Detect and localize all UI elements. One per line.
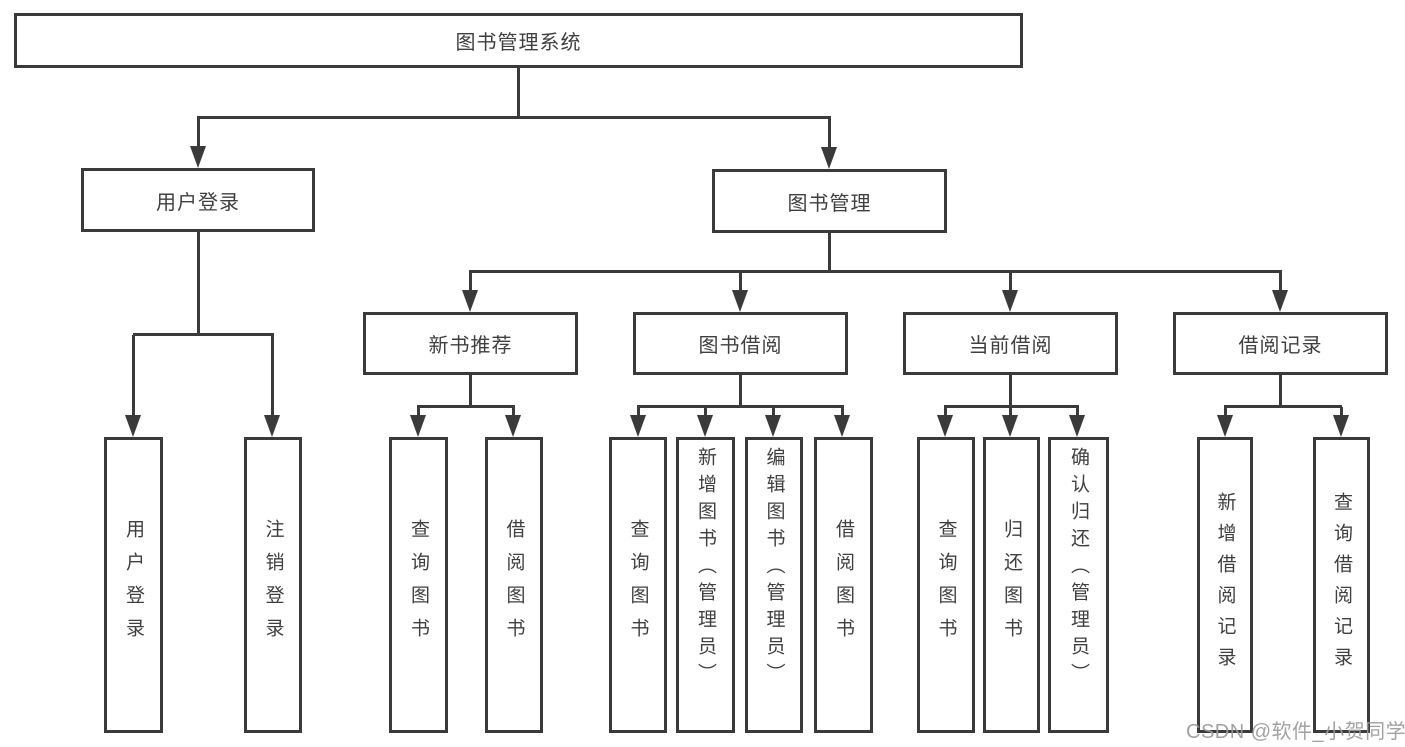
leaf-borrow-query-book: 查询图书 <box>609 437 667 733</box>
arrowhead-icon <box>125 415 141 437</box>
leaf-add-book-admin: 新增图书（管理员） <box>676 437 735 733</box>
node-borrow-record-label: 借阅记录 <box>1238 335 1323 357</box>
connector-line <box>637 405 844 408</box>
arrowhead-icon <box>1069 415 1085 437</box>
arrowhead-icon <box>410 415 426 437</box>
leaf-borrow-query-book-label: 查询图书 <box>627 519 649 651</box>
node-book-borrow: 图书借阅 <box>633 312 848 375</box>
leaf-add-book-admin-label: 新增图书（管理员） <box>695 447 716 690</box>
leaf-recommend-borrow-book-label: 借阅图书 <box>503 519 525 651</box>
arrowhead-icon <box>1272 290 1288 312</box>
node-borrow-record: 借阅记录 <box>1173 312 1388 375</box>
leaf-add-borrow-record-label: 新增借阅记录 <box>1214 492 1236 678</box>
connector-line <box>637 407 640 417</box>
leaf-logout: 注销登录 <box>244 437 302 733</box>
leaf-logout-label: 注销登录 <box>262 519 284 651</box>
connector-line <box>1224 405 1342 408</box>
arrowhead-icon <box>1333 415 1349 437</box>
connector-line <box>271 335 274 416</box>
leaf-recommend-query-book-label: 查询图书 <box>408 519 429 651</box>
leaf-confirm-return-admin-label: 确认归还（管理员） <box>1068 447 1089 690</box>
connector-line <box>1224 407 1227 417</box>
connector-line <box>739 272 742 292</box>
arrowhead-icon <box>190 146 206 168</box>
leaf-borrow-book: 借阅图书 <box>814 437 873 733</box>
node-current-borrow: 当前借阅 <box>903 312 1118 375</box>
connector-line <box>1279 373 1282 408</box>
connector-line <box>133 333 274 336</box>
arrowhead-icon <box>1002 415 1018 437</box>
connector-line <box>1009 407 1012 417</box>
leaf-query-borrow-record-label: 查询借阅记录 <box>1331 492 1352 678</box>
connector-line <box>772 407 775 417</box>
arrowhead-icon <box>834 415 850 437</box>
connector-line <box>828 231 831 273</box>
connector-line <box>1340 407 1343 417</box>
arrowhead-icon <box>264 415 280 437</box>
leaf-confirm-return-admin: 确认归还（管理员） <box>1048 437 1109 733</box>
node-user-login-label: 用户登录 <box>156 191 240 214</box>
connector-line <box>197 230 200 335</box>
leaf-query-borrow-record: 查询借阅记录 <box>1313 437 1370 733</box>
arrowhead-icon <box>630 415 646 437</box>
arrowhead-icon <box>1217 415 1233 437</box>
connector-line <box>417 405 515 408</box>
connector-line <box>944 407 947 417</box>
node-book-borrow-label: 图书借阅 <box>698 335 783 357</box>
connector-line <box>841 407 844 417</box>
leaf-return-book: 归还图书 <box>983 437 1040 733</box>
connector-line <box>469 270 1282 273</box>
node-current-borrow-label: 当前借阅 <box>968 335 1053 357</box>
leaf-recommend-query-book: 查询图书 <box>389 437 448 733</box>
leaf-edit-book-admin: 编辑图书（管理员） <box>745 437 803 733</box>
leaf-current-query-book: 查询图书 <box>917 437 975 733</box>
leaf-borrow-book-label: 借阅图书 <box>833 519 854 651</box>
connector-line <box>1076 407 1079 417</box>
connector-line <box>944 405 1079 408</box>
node-root: 图书管理系统 <box>14 13 1023 68</box>
leaf-user-login-label: 用户登录 <box>123 519 144 651</box>
connector-line <box>517 66 520 118</box>
connector-line <box>512 407 515 417</box>
connector-line <box>1279 272 1282 292</box>
arrowhead-icon <box>697 415 713 437</box>
connector-line <box>469 272 472 292</box>
connector-line <box>132 335 135 416</box>
arrowhead-icon <box>765 415 781 437</box>
csdn-watermark: CSDN @软件_小贺同学 <box>1186 721 1405 743</box>
arrowhead-icon <box>505 415 521 437</box>
leaf-add-borrow-record: 新增借阅记录 <box>1197 437 1253 733</box>
connector-line <box>704 407 707 417</box>
node-new-book-recommend: 新书推荐 <box>363 312 578 375</box>
node-user-login: 用户登录 <box>81 168 315 232</box>
arrowhead-icon <box>1002 290 1018 312</box>
leaf-edit-book-admin-label: 编辑图书（管理员） <box>763 447 785 690</box>
leaf-recommend-borrow-book: 借阅图书 <box>485 437 543 733</box>
connector-line <box>417 407 420 417</box>
arrowhead-icon <box>462 290 478 312</box>
connector-line <box>197 118 200 148</box>
arrowhead-icon <box>732 290 748 312</box>
arrowhead-icon <box>821 147 837 169</box>
connector-line <box>1009 373 1012 408</box>
leaf-current-query-book-label: 查询图书 <box>935 519 957 651</box>
connector-line <box>828 118 831 149</box>
connector-line <box>197 116 831 119</box>
node-root-label: 图书管理系统 <box>455 32 582 54</box>
node-book-management-label: 图书管理 <box>787 192 872 215</box>
connector-line <box>1009 272 1012 292</box>
node-book-management: 图书管理 <box>712 169 947 233</box>
leaf-user-login: 用户登录 <box>104 437 163 733</box>
connector-line <box>469 373 472 408</box>
connector-line <box>739 373 742 408</box>
leaf-return-book-label: 归还图书 <box>1001 519 1022 651</box>
node-new-book-recommend-label: 新书推荐 <box>428 335 513 357</box>
arrowhead-icon <box>937 415 953 437</box>
